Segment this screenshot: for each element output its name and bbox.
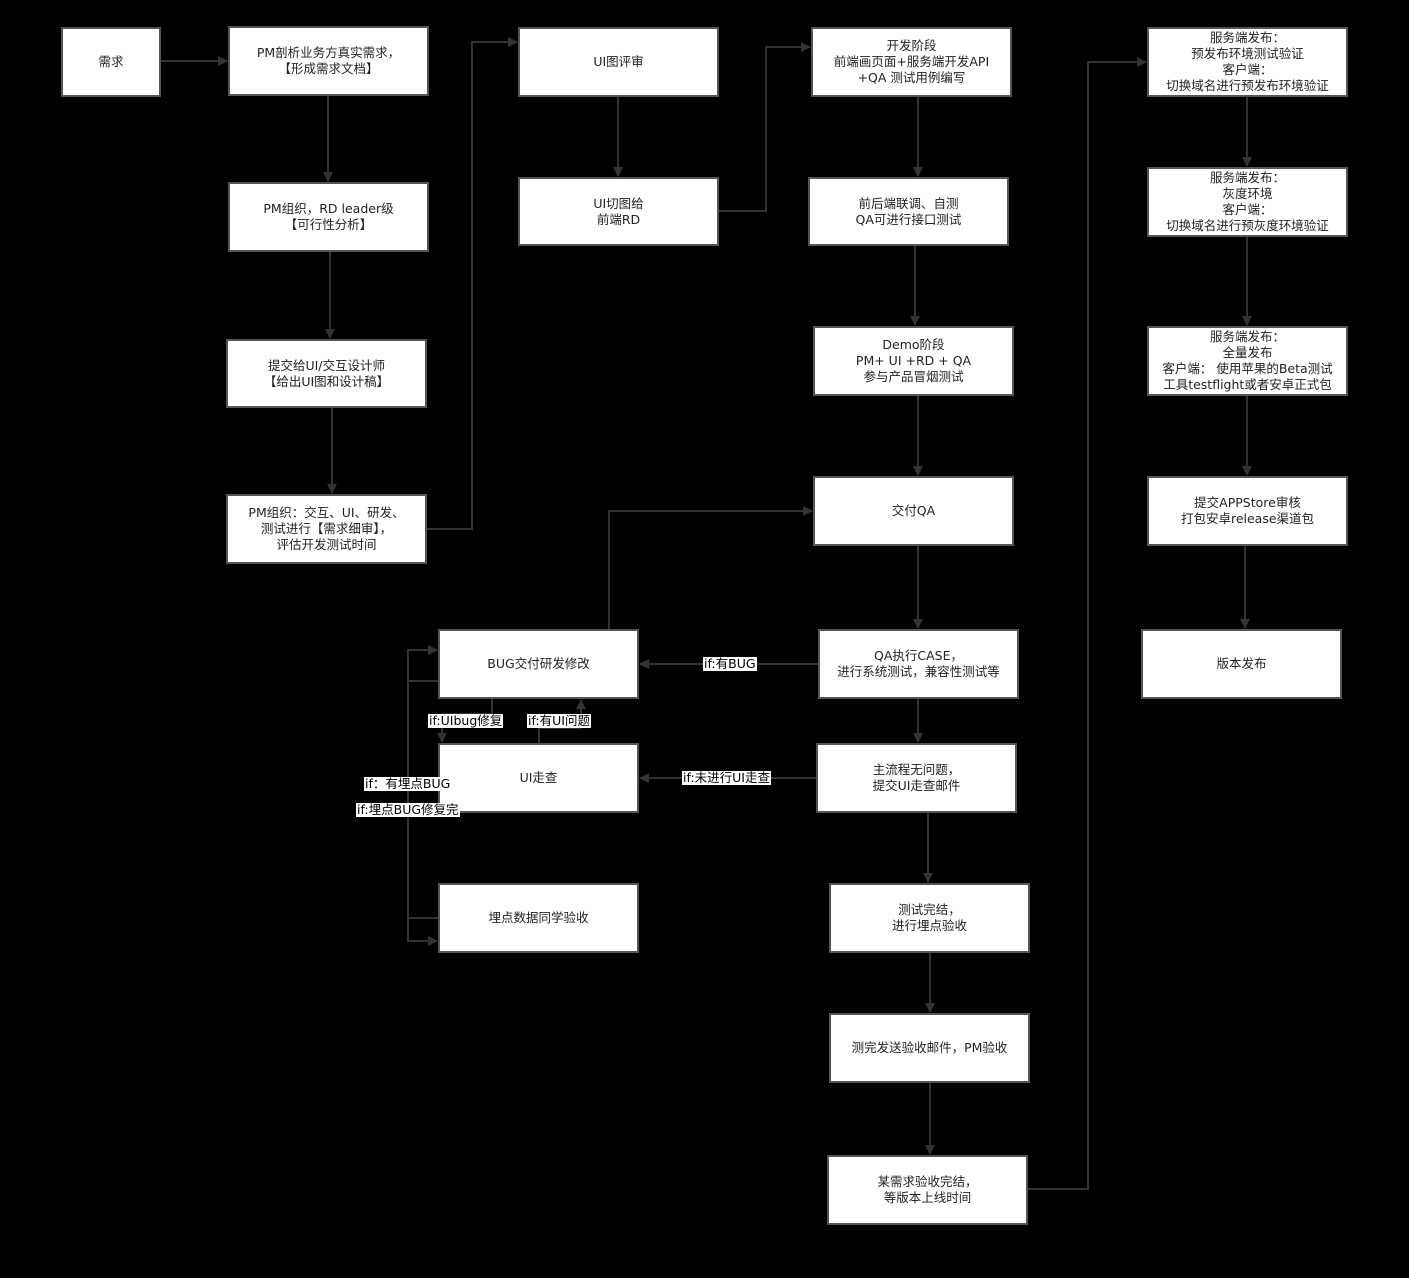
edge-label-has-ui-issue: if:有UI问题 [527,713,591,728]
node-ui-slice: UI切图给 前端RD [518,177,719,246]
node-feasibility: PM组织，RD leader级 【可行性分析】 [228,182,429,252]
edge-slice-to-dev [719,42,811,212]
node-requirement: 需求 [61,27,161,97]
node-demo: Demo阶段 PM+ UI +RD + QA 参与产品冒烟测试 [813,326,1014,396]
node-full-release: 服务端发布： 全量发布 客户端： 使用苹果的Beta测试 工具testfligh… [1147,326,1348,396]
node-ui-check-mail: 主流程无问题， 提交UI走查邮件 [816,743,1017,813]
node-qa-case: QA执行CASE， 进行系统测试，兼容性测试等 [818,629,1019,699]
node-tracking-check: 埋点数据同学验收 [438,883,639,953]
node-deliver-qa: 交付QA [813,476,1014,546]
node-ui-walkthrough: UI走查 [438,743,639,813]
edge-label-tracking-bug: if：有埋点BUG [364,776,452,791]
edge-label-ui-not-checked: if:未进行UI走查 [682,770,771,785]
node-pm-analysis: PM剖析业务方真实需求， 【形成需求文档】 [228,26,429,96]
node-dev-stage: 开发阶段 前端画页面+服务端开发API +QA 测试用例编写 [811,27,1012,97]
edge-label-has-bug: if:有BUG [703,656,757,671]
edge-label-tracking-bug-fixed: if:埋点BUG修复完 [356,802,460,817]
node-bug-fix: BUG交付研发修改 [438,629,639,699]
node-gray-release: 服务端发布： 灰度环境 客户端： 切换域名进行预灰度环境验证 [1147,167,1348,237]
node-appstore: 提交APPStore审核 打包安卓release渠道包 [1147,476,1348,546]
node-integration: 前后端联调、自测 QA可进行接口测试 [808,177,1009,246]
node-acceptance-mail: 测完发送验收邮件，PM验收 [829,1013,1030,1083]
node-submit-ui: 提交给UI/交互设计师 【给出UI图和设计稿】 [226,339,427,408]
node-pre-release: 服务端发布： 预发布环境测试验证 客户端： 切换域名进行预发布环境验证 [1147,27,1348,97]
node-review: PM组织：交互、UI、研发、 测试进行【需求细审】， 评估开发测试时间 [226,494,427,564]
node-version-release: 版本发布 [1141,629,1342,699]
edge-wait-to-prerelease [1028,57,1147,1190]
edge-bugfix-to-deliver [608,506,813,629]
node-test-done: 测试完结， 进行埋点验收 [829,883,1030,953]
node-wait-release: 某需求验收完结， 等版本上线时间 [827,1155,1028,1225]
edge-label-uibug-fixed: if:UIbug修复 [428,713,504,728]
node-ui-review: UI图评审 [518,27,719,97]
edge-review-to-uireview [427,37,518,530]
